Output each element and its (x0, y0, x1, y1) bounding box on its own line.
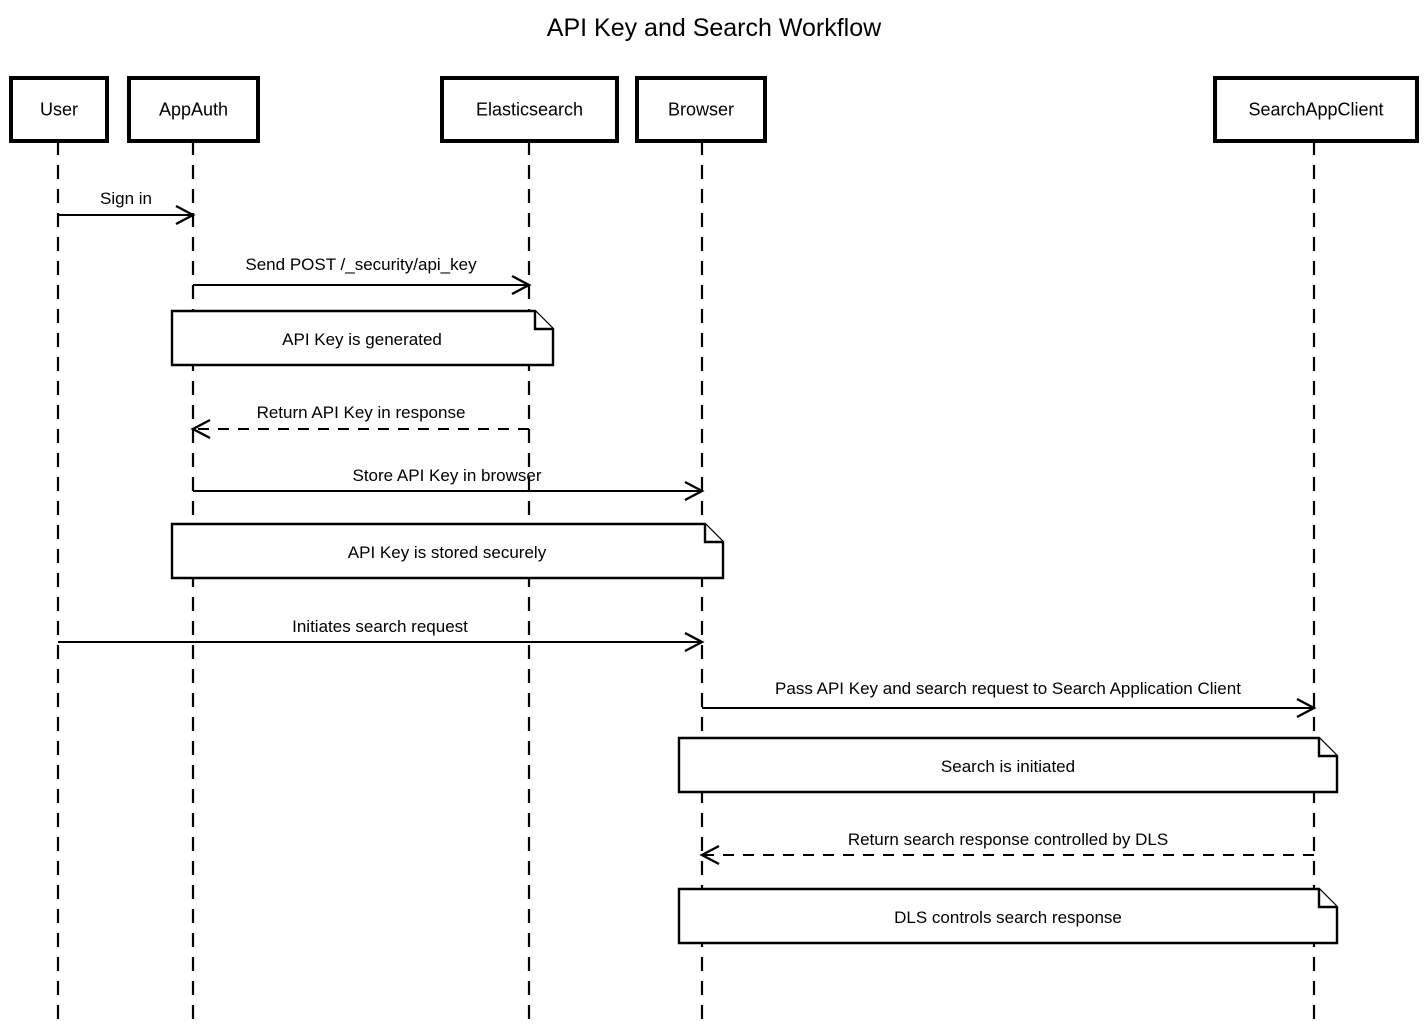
note-body-n3 (677, 736, 1339, 794)
arrowhead-m3 (190, 418, 211, 440)
note-body-n2 (170, 522, 725, 580)
participant-label-browser: Browser (668, 100, 734, 120)
message-label-m4: Store API Key in browser (353, 466, 542, 485)
message-label-m6: Pass API Key and search request to Searc… (775, 679, 1241, 698)
note-fold-n2 (703, 524, 723, 544)
message-m4[interactable]: Store API Key in browser (193, 466, 705, 502)
participant-box-appauth (127, 76, 260, 143)
message-label-m1: Sign in (100, 189, 152, 208)
arrowhead-m2 (511, 274, 532, 296)
participant-box-elastic (440, 76, 619, 143)
participant-box-user (9, 76, 109, 143)
message-label-m2: Send POST /_security/api_key (245, 255, 477, 274)
message-m7[interactable]: Return search response controlled by DLS (699, 830, 1314, 866)
participant-label-appclient: SearchAppClient (1248, 100, 1383, 120)
arrowhead-m5 (684, 631, 705, 653)
note-body-n4 (677, 887, 1339, 945)
note-label-n1: API Key is generated (282, 330, 442, 349)
message-m6[interactable]: Pass API Key and search request to Searc… (702, 679, 1317, 719)
participant-label-elastic: Elasticsearch (476, 100, 583, 120)
message-m2[interactable]: Send POST /_security/api_key (193, 255, 532, 296)
participant-box-browser (635, 76, 767, 143)
note-n2: API Key is stored securely (170, 522, 725, 580)
participant-elastic[interactable]: Elasticsearch (440, 76, 619, 143)
note-fold-n4 (1317, 889, 1337, 909)
participant-user[interactable]: User (9, 76, 109, 143)
message-m5[interactable]: Initiates search request (58, 617, 705, 653)
messages-group: Sign in Send POST /_security/api_keyRetur… (58, 189, 1317, 866)
arrowhead-m6 (1296, 697, 1317, 719)
participants-group: User AppAuth Elasticsearch Browser SearchApp… (9, 76, 1419, 143)
note-n3: Search is initiated (677, 736, 1339, 794)
note-label-n2: API Key is stored securely (348, 543, 547, 562)
message-label-m3: Return API Key in response (257, 403, 466, 422)
message-m3[interactable]: Return API Key in response (190, 403, 529, 440)
participant-appauth[interactable]: AppAuth (127, 76, 260, 143)
arrowhead-m7 (699, 844, 720, 866)
note-fold-n1 (533, 311, 553, 331)
page-title: API Key and Search Workflow (547, 14, 882, 42)
arrowhead-m4 (684, 480, 705, 502)
note-body-n1 (170, 309, 555, 367)
note-fold-n3 (1317, 738, 1337, 758)
participant-browser[interactable]: Browser (635, 76, 767, 143)
note-n4: DLS controls search response (677, 887, 1339, 945)
message-label-m5: Initiates search request (292, 617, 468, 636)
note-label-n4: DLS controls search response (894, 908, 1122, 927)
lifelines-group (56, 141, 1316, 1022)
participant-appclient[interactable]: SearchAppClient (1213, 76, 1419, 143)
arrowhead-m1 (175, 204, 196, 226)
participant-label-user: User (40, 100, 78, 120)
message-m1[interactable]: Sign in (58, 189, 196, 226)
note-n1: API Key is generated (170, 309, 555, 367)
participant-box-appclient (1213, 76, 1419, 143)
participant-label-appauth: AppAuth (159, 100, 228, 120)
message-label-m7: Return search response controlled by DLS (848, 830, 1168, 849)
note-label-n3: Search is initiated (941, 757, 1075, 776)
